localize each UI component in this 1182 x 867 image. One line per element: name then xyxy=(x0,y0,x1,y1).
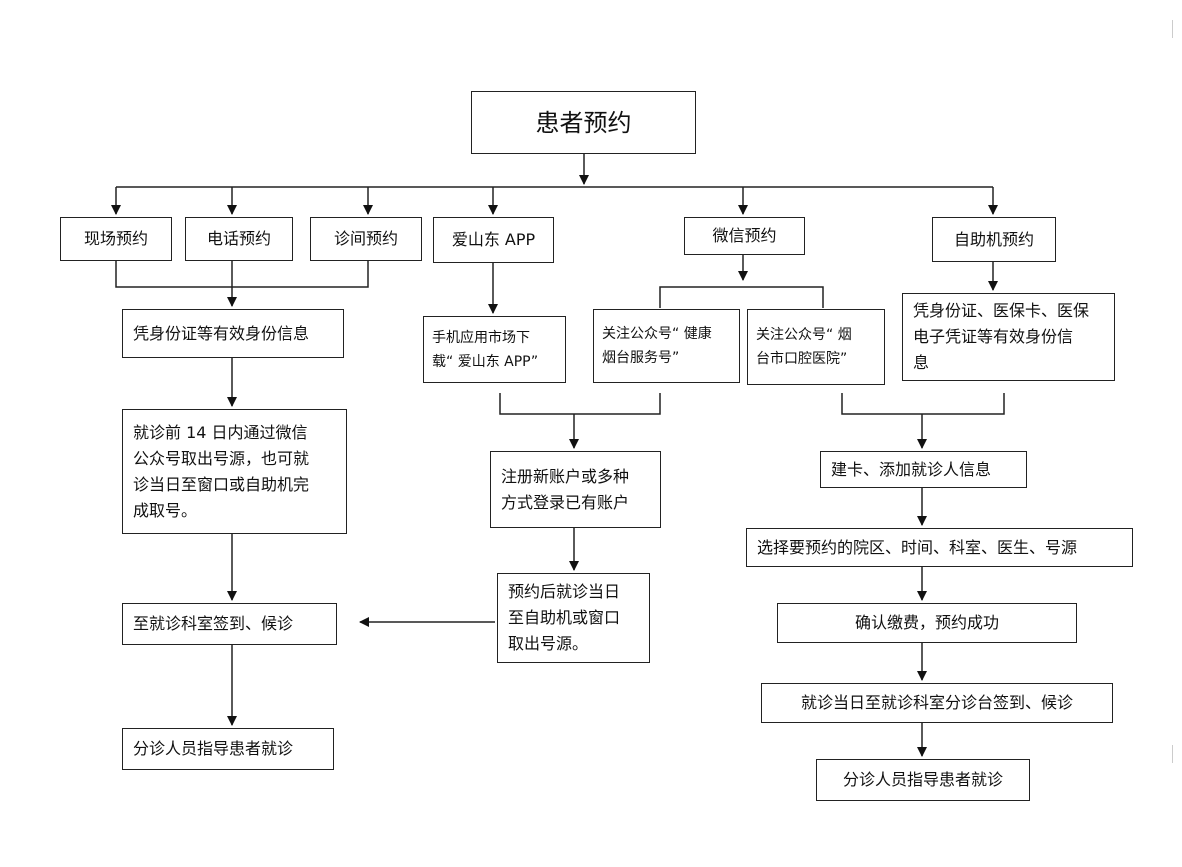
wechat-health-account-node: 关注公众号“ 健康 烟台服务号” xyxy=(593,309,740,383)
kiosk-booking-node: 自助机预约 xyxy=(932,217,1056,262)
clinic-booking-node: 诊间预约 xyxy=(310,217,422,261)
root-node: 患者预约 xyxy=(471,91,696,154)
checkin-right-node: 就诊当日至就诊科室分诊台签到、候诊 xyxy=(761,683,1113,723)
guide-right-node: 分诊人员指导患者就诊 xyxy=(816,759,1030,801)
wechat-split-bracket xyxy=(659,286,824,308)
confirm-pay-node: 确认缴费，预约成功 xyxy=(777,603,1077,643)
right-merge-bracket xyxy=(841,393,1005,415)
wechat-booking-node: 微信预约 xyxy=(684,217,805,255)
phone-booking-node: 电话预约 xyxy=(185,217,293,261)
select-node: 选择要预约的院区、时间、科室、医生、号源 xyxy=(746,528,1133,567)
app-download-node: 手机应用市场下 载“ 爱山东 APP” xyxy=(423,316,566,383)
app-booking-node: 爱山东 APP xyxy=(433,217,554,263)
checkin-left-node: 至就诊科室签到、候诊 xyxy=(122,603,337,645)
page-corner-mark-top xyxy=(1172,20,1182,38)
onsite-booking-node: 现场预约 xyxy=(60,217,172,261)
register-node: 注册新账户或多种 方式登录已有账户 xyxy=(490,451,661,528)
app-merge-bracket xyxy=(499,393,661,415)
id-info-node: 凭身份证等有效身份信息 xyxy=(122,309,344,358)
after-booking-node: 预约后就诊当日 至自助机或窗口 取出号源。 xyxy=(497,573,650,663)
kiosk-id-node: 凭身份证、医保卡、医保 电子凭证等有效身份信 息 xyxy=(902,293,1115,381)
guide-left-node: 分诊人员指导患者就诊 xyxy=(122,728,334,770)
take-number-node: 就诊前 14 日内通过微信 公众号取出号源，也可就 诊当日至窗口或自助机完 成取… xyxy=(122,409,347,534)
build-card-node: 建卡、添加就诊人信息 xyxy=(820,451,1027,488)
left-merge-bracket xyxy=(115,261,369,288)
page-corner-mark-bottom xyxy=(1172,745,1182,763)
wechat-hospital-account-node: 关注公众号“ 烟 台市口腔医院” xyxy=(747,309,885,385)
